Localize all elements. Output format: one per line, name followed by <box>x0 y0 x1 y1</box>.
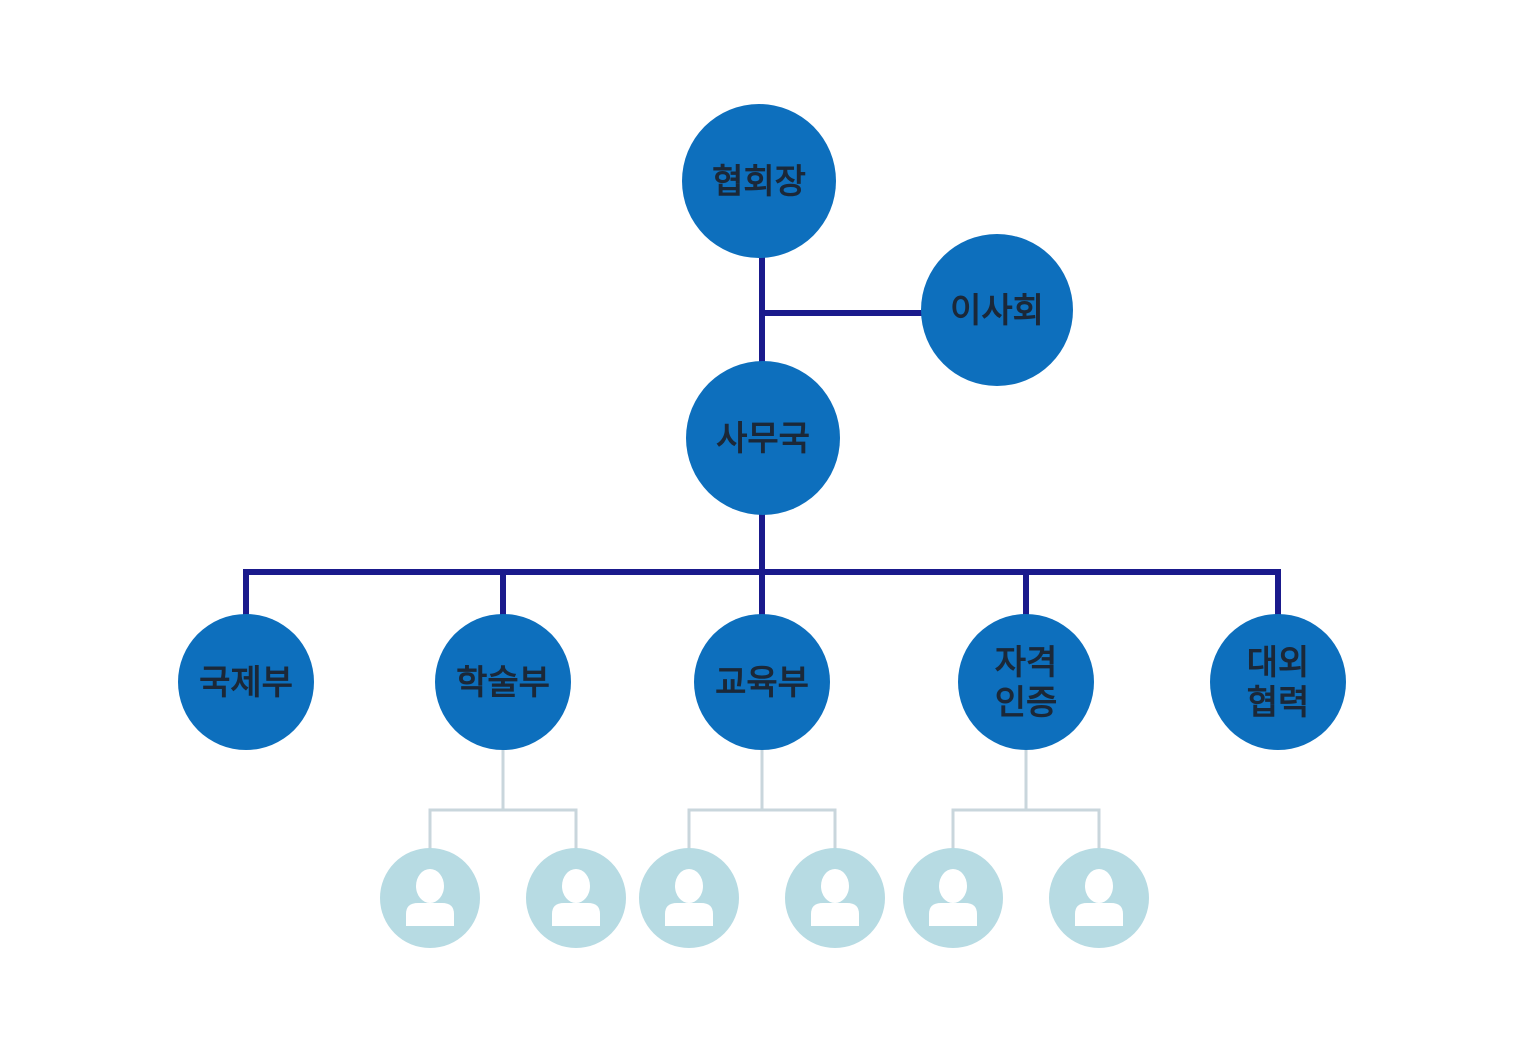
node-department-academic[interactable]: 학술부 <box>435 614 571 750</box>
person-icon <box>665 869 713 926</box>
node-department-external-label: 대외 <box>1247 643 1310 683</box>
node-board-label: 이사회 <box>950 291 1044 331</box>
node-board[interactable]: 이사회 <box>921 234 1073 386</box>
node-department-academic-label: 학술부 <box>456 663 550 703</box>
node-department-intl-circle <box>178 614 314 750</box>
node-department-education-circle <box>694 614 830 750</box>
person-icon <box>811 869 859 926</box>
node-president[interactable]: 협회장 <box>682 104 836 258</box>
node-department-education[interactable]: 교육부 <box>694 614 830 750</box>
person-icon <box>552 869 600 926</box>
person-icon <box>406 869 454 926</box>
node-department-intl[interactable]: 국제부 <box>178 614 314 750</box>
node-department-external-circle <box>1210 614 1346 750</box>
person-icon <box>929 869 977 926</box>
node-secretariat-circle <box>686 361 840 515</box>
node-secretariat-label: 사무국 <box>716 419 810 459</box>
node-department-education-label: 교육부 <box>715 663 809 703</box>
node-department-intl-label: 국제부 <box>199 663 293 703</box>
member-academic-1[interactable] <box>380 848 480 948</box>
node-president-circle <box>682 104 836 258</box>
node-president-label: 협회장 <box>712 162 806 202</box>
member-education-1[interactable] <box>639 848 739 948</box>
member-education-2[interactable] <box>785 848 885 948</box>
node-department-certification-label: 자격 <box>995 643 1058 683</box>
node-department-certification-label: 인증 <box>995 683 1058 723</box>
node-department-external-label: 협력 <box>1247 683 1310 723</box>
person-icon <box>1075 869 1123 926</box>
node-department-academic-circle <box>435 614 571 750</box>
node-department-certification-circle <box>958 614 1094 750</box>
member-certification-2[interactable] <box>1049 848 1149 948</box>
node-board-circle <box>921 234 1073 386</box>
member-academic-2[interactable] <box>526 848 626 948</box>
connector-lines <box>243 255 1281 852</box>
member-certification-1[interactable] <box>903 848 1003 948</box>
node-secretariat[interactable]: 사무국 <box>686 361 840 515</box>
